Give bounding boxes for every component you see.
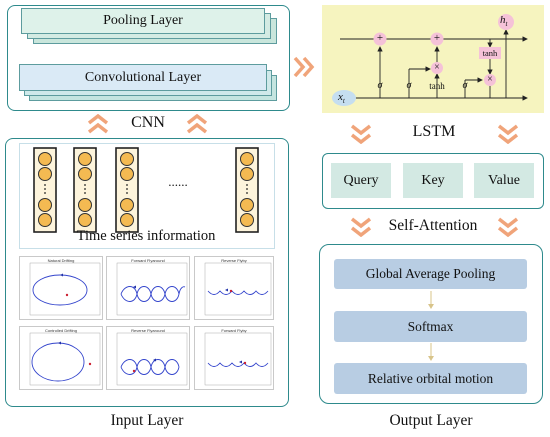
key-label: Key xyxy=(421,172,445,188)
lstm-plus-2: + xyxy=(433,32,441,44)
lstm-sigma-3: σ xyxy=(462,80,468,91)
column-1 xyxy=(33,147,57,233)
cnn-up-arrow-left xyxy=(87,114,109,134)
relative-orbital-motion-label: Relative orbital motion xyxy=(367,370,494,386)
lstm-tanh-top: tanh xyxy=(482,48,498,58)
convolutional-layer-label: Convolutional Layer xyxy=(84,69,202,85)
global-average-pooling-box: Global Average Pooling xyxy=(334,259,527,289)
query-box: Query xyxy=(331,163,391,198)
global-average-pooling-label: Global Average Pooling xyxy=(365,266,496,281)
softmax-label: Softmax xyxy=(407,318,454,334)
pooling-layer-box: Pooling Layer xyxy=(21,8,265,34)
lstm-down-arrow-right xyxy=(497,124,519,144)
cnn-up-arrow-right xyxy=(186,114,208,134)
lstm-sigma-2: σ xyxy=(406,80,412,91)
attention-down-arrow-right xyxy=(497,217,519,237)
lstm-cell-diagram xyxy=(332,14,528,106)
tanh-box-top xyxy=(479,47,501,59)
lstm-sigma-1: σ xyxy=(377,80,383,91)
convolutional-layer-box: Convolutional Layer xyxy=(19,64,267,91)
lstm-times-2: × xyxy=(487,74,493,85)
attention-down-arrow-left xyxy=(350,217,372,237)
times-node-2 xyxy=(484,74,496,86)
ht-node xyxy=(498,14,514,30)
time-series-ellipsis: ...... xyxy=(168,174,188,189)
times-node-1 xyxy=(431,62,443,74)
lstm-plus-1: + xyxy=(376,32,384,44)
output-layer-label: Output Layer xyxy=(389,412,473,429)
orbit-plot-3: Reverse Flyby xyxy=(194,256,274,320)
orbit-plot-4: Controlled Drifting xyxy=(19,326,103,390)
lstm-down-arrow-left xyxy=(350,124,372,144)
value-box: Value xyxy=(474,163,534,198)
cnn-to-lstm-arrow xyxy=(293,56,315,78)
input-layer-label: Input Layer xyxy=(110,412,184,429)
column-2 xyxy=(73,147,97,233)
lstm-label: LSTM xyxy=(412,123,456,140)
softmax-to-output-arrow xyxy=(428,343,434,361)
key-box: Key xyxy=(403,163,463,198)
lstm-xt-label: xt xyxy=(338,91,345,106)
column-3 xyxy=(115,147,139,233)
xt-node xyxy=(332,90,356,106)
lstm-times-1: × xyxy=(434,62,440,73)
gap-to-softmax-arrow xyxy=(428,291,434,309)
lstm-ht-label: ht xyxy=(500,14,508,29)
orbit-plot-6: Forward Flyby xyxy=(194,326,274,390)
cnn-label: CNN xyxy=(131,114,165,131)
orbit-plot-5: Reverse Flyaround xyxy=(106,326,190,390)
pooling-layer-label: Pooling Layer xyxy=(103,13,183,28)
softmax-box: Softmax xyxy=(334,311,527,342)
orbit-plot-1: Natural Drifting xyxy=(19,256,103,320)
time-series-caption: Time series information xyxy=(76,228,216,244)
relative-orbital-motion-box: Relative orbital motion xyxy=(334,363,527,394)
time-series-columns xyxy=(33,147,259,233)
plus-node-2 xyxy=(430,32,444,46)
value-label: Value xyxy=(488,172,520,188)
query-label: Query xyxy=(343,172,379,188)
self-attention-label: Self-Attention xyxy=(388,217,478,234)
column-n xyxy=(235,147,259,233)
time-series-block xyxy=(19,143,275,249)
lstm-tanh-bottom: tanh xyxy=(429,81,445,91)
plus-node-1 xyxy=(373,32,387,46)
orbit-plot-2: Forward Flyaround xyxy=(106,256,190,320)
